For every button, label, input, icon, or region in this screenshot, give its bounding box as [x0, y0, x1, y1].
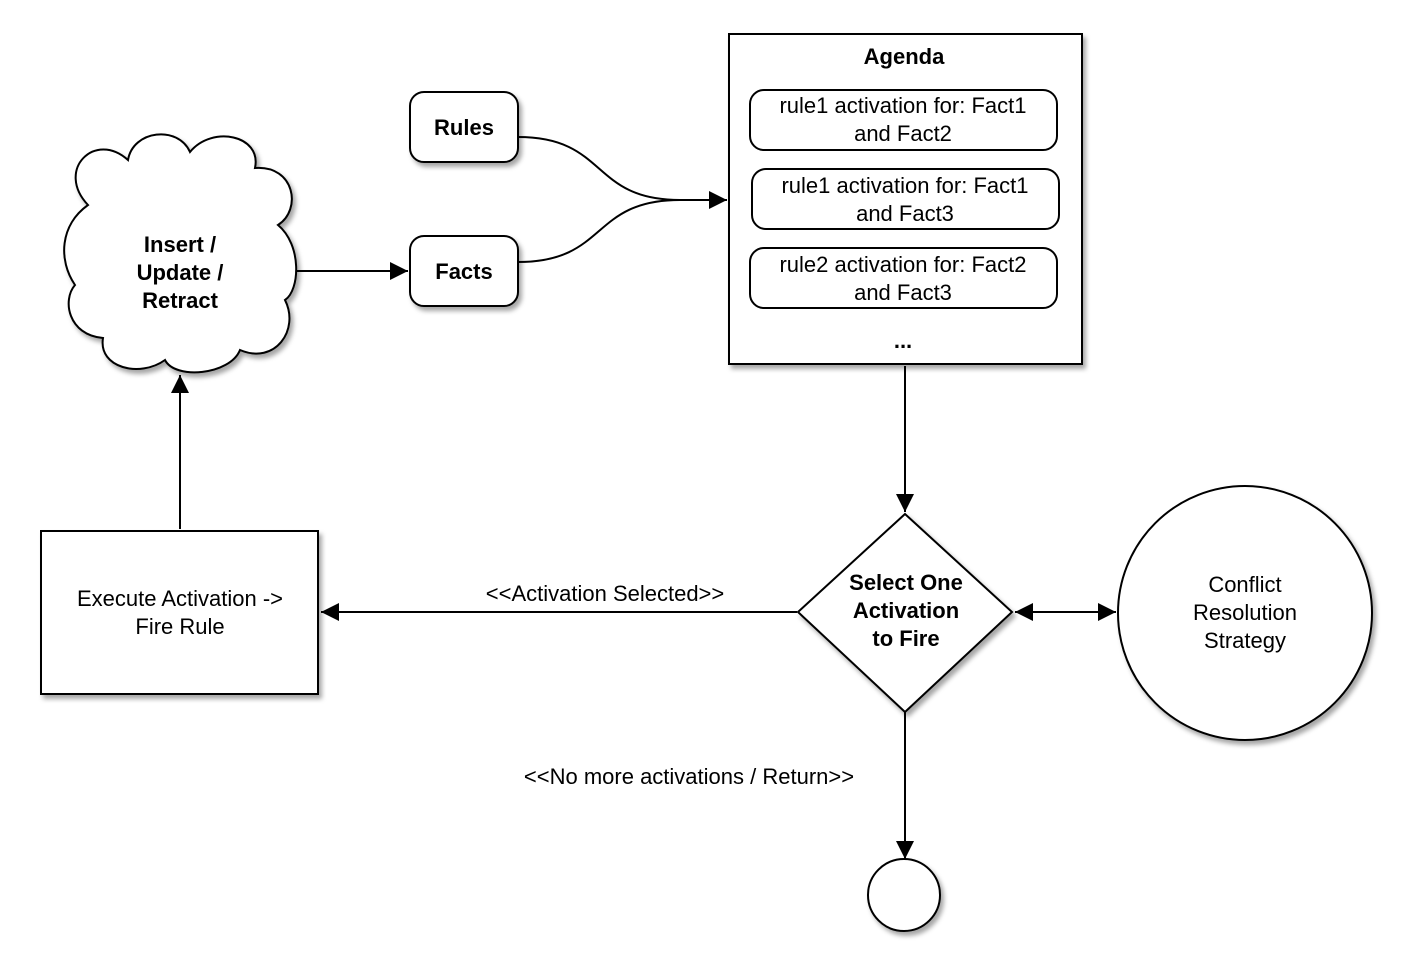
activation-line-1: rule1 activation for: Fact1 [781, 173, 1028, 198]
agenda-ellipsis: ... [894, 328, 912, 353]
agenda-title: Agenda [864, 44, 945, 69]
agenda-activation: rule1 activation for: Fact1 and Fact2 [749, 89, 1058, 151]
execute-line-1: Execute Activation -> [77, 586, 283, 611]
cloud-line-3: Retract [142, 288, 218, 313]
decision-line-1: Select One [849, 570, 963, 595]
no-more-activations-label: <<No more activations / Return>> [524, 764, 854, 789]
activation-line-2: and Fact3 [856, 201, 954, 226]
activation-line-1: rule1 activation for: Fact1 [779, 93, 1026, 118]
agenda-activation: rule2 activation for: Fact2 and Fact3 [749, 247, 1058, 309]
end-node [867, 858, 941, 932]
edge-rules-to-agenda [517, 136, 727, 209]
agenda-activation: rule1 activation for: Fact1 and Fact3 [751, 168, 1060, 230]
facts-label: Facts [435, 259, 492, 284]
rules-node: Rules [409, 91, 519, 163]
connectors [171, 136, 1116, 859]
activation-line-1: rule2 activation for: Fact2 [779, 252, 1026, 277]
execute-line-2: Fire Rule [135, 614, 224, 639]
activation-line-2: and Fact2 [854, 121, 952, 146]
rules-label: Rules [434, 115, 494, 140]
decision-line-2: Activation [853, 598, 959, 623]
select-activation-decision: Select One Activation to Fire [796, 512, 1014, 714]
insert-update-retract-cloud: Insert / Update / Retract [63, 133, 298, 374]
conflict-line-2: Resolution [1193, 600, 1297, 625]
facts-node: Facts [409, 235, 519, 307]
execute-activation-box: Execute Activation -> Fire Rule [40, 530, 319, 695]
agenda-box: Agenda rule1 activation for: Fact1 and F… [728, 33, 1083, 365]
cloud-line-2: Update / [137, 260, 224, 285]
cloud-line-1: Insert / [144, 232, 216, 257]
edge-facts-to-agenda [517, 199, 681, 263]
activation-line-2: and Fact3 [854, 280, 952, 305]
activation-selected-label: <<Activation Selected>> [486, 581, 725, 606]
conflict-resolution-circle: Conflict Resolution Strategy [1117, 485, 1373, 741]
decision-line-3: to Fire [872, 626, 939, 651]
conflict-line-1: Conflict [1208, 572, 1281, 597]
conflict-line-3: Strategy [1204, 628, 1286, 653]
